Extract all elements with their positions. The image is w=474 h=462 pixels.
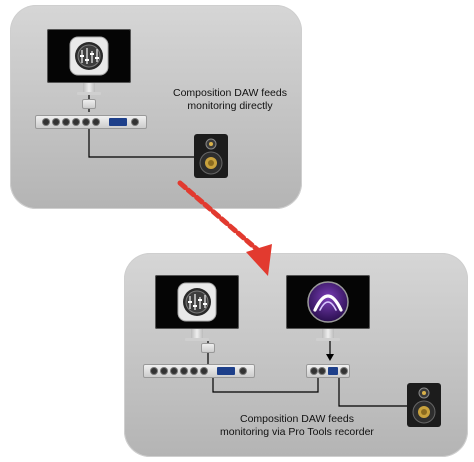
studio-monitor-speaker-bottom (407, 383, 441, 427)
logic-pro-icon (69, 36, 109, 76)
audio-interface-composition (143, 364, 255, 378)
caption-direct: Composition DAW feeds monitoring directl… (173, 87, 287, 112)
top-usb-hub (82, 99, 96, 109)
studio-monitor-speaker-top (194, 134, 228, 178)
caption-via-recorder: Composition DAW feeds monitoring via Pro… (220, 413, 374, 438)
audio-interface-top (35, 115, 147, 129)
logic-pro-icon (177, 282, 217, 322)
pro-tools-icon (307, 281, 349, 323)
audio-interface-protools (306, 364, 350, 378)
bottom-usb-hub (201, 343, 215, 353)
